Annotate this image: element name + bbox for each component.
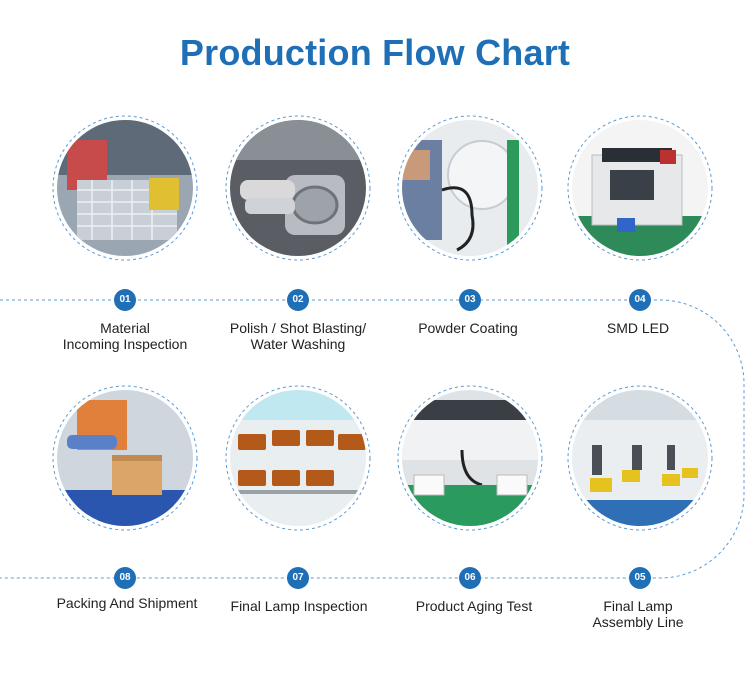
step-number-badge: 04 bbox=[629, 289, 651, 311]
step-number-badge: 03 bbox=[459, 289, 481, 311]
photo-material-inspection bbox=[57, 120, 193, 256]
ring-step-02 bbox=[225, 115, 371, 261]
step-label-line: Final Lamp bbox=[603, 598, 673, 614]
step-label-line: Powder Coating bbox=[418, 320, 518, 336]
step-label-polish-blasting: Polish / Shot Blasting/ Water Washing bbox=[208, 320, 388, 352]
step-number-badge: 05 bbox=[629, 567, 651, 589]
step-label-final-inspection: Final Lamp Inspection bbox=[209, 598, 389, 614]
photo-packing bbox=[57, 390, 193, 526]
ring-step-08 bbox=[52, 385, 198, 531]
step-number-badge: 01 bbox=[114, 289, 136, 311]
ring-step-05 bbox=[567, 385, 713, 531]
photo-powder-coating bbox=[402, 120, 538, 256]
step-label-powder-coating: Powder Coating bbox=[378, 320, 558, 336]
step-label-aging-test: Product Aging Test bbox=[384, 598, 564, 614]
step-label-packing: Packing And Shipment bbox=[37, 595, 217, 611]
step-number-badge: 06 bbox=[459, 567, 481, 589]
step-number-badge: 07 bbox=[287, 567, 309, 589]
step-number-badge: 08 bbox=[114, 567, 136, 589]
page-title: Production Flow Chart bbox=[179, 32, 571, 73]
step-label-line: Assembly Line bbox=[592, 614, 684, 630]
step-number-badge: 02 bbox=[287, 289, 309, 311]
step-label-line: SMD LED bbox=[606, 320, 670, 336]
step-label-line: Incoming Inspection bbox=[62, 336, 188, 352]
photo-aging-test bbox=[402, 390, 538, 526]
photo-polish-blasting bbox=[230, 120, 366, 256]
photo-assembly-line bbox=[572, 390, 708, 526]
step-label-line: Water Washing bbox=[250, 336, 346, 352]
ring-step-04 bbox=[567, 115, 713, 261]
step-label-smd-led: SMD LED bbox=[548, 320, 728, 336]
step-label-line: Polish / Shot Blasting/ bbox=[229, 320, 367, 336]
step-label-line: Packing And Shipment bbox=[56, 595, 198, 611]
ring-step-03 bbox=[397, 115, 543, 261]
step-label-line: Final Lamp Inspection bbox=[230, 598, 368, 614]
ring-step-07 bbox=[225, 385, 371, 531]
ring-step-06 bbox=[397, 385, 543, 531]
step-label-line: Material bbox=[100, 320, 150, 336]
flow-connector bbox=[0, 299, 745, 579]
photo-final-inspection bbox=[230, 390, 366, 526]
step-label-assembly-line: Final Lamp Assembly Line bbox=[548, 598, 728, 630]
ring-step-01 bbox=[52, 115, 198, 261]
photo-smd-led bbox=[572, 120, 708, 256]
step-label-line: Product Aging Test bbox=[415, 598, 533, 614]
step-label-material-inspection: Material Incoming Inspection bbox=[35, 320, 215, 352]
